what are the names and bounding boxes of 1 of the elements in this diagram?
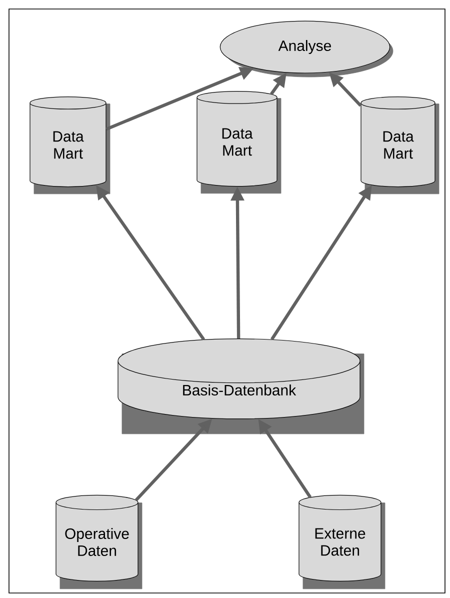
ellipse-node: Analyse: [220, 20, 394, 78]
